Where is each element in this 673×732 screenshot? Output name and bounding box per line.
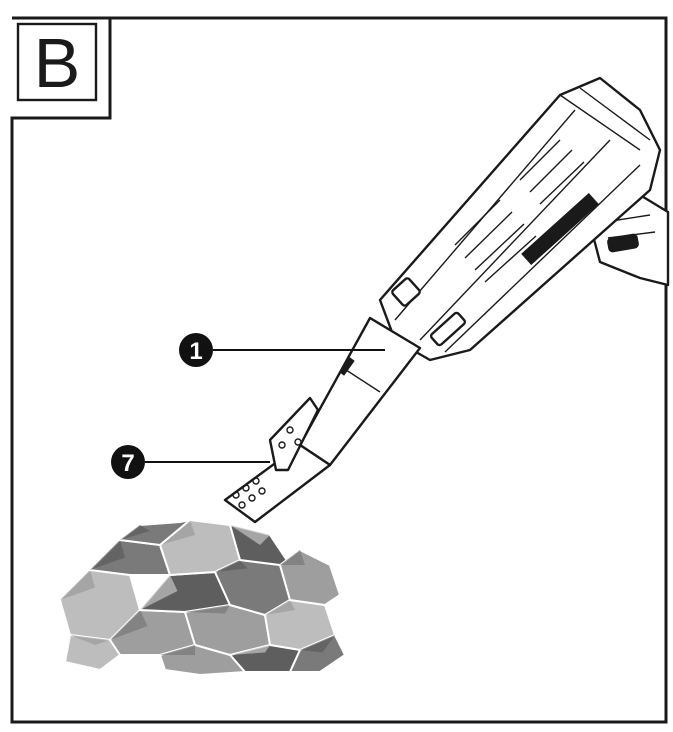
stone-facet [230, 645, 270, 655]
stone-facet [160, 645, 195, 655]
panel-label: B [34, 24, 81, 102]
callout-1-number: 1 [189, 338, 202, 365]
callout-1: 1 [179, 333, 385, 367]
stone-facet [265, 600, 295, 615]
panel-label-box [16, 22, 98, 102]
stone-facet [110, 610, 148, 640]
stone [137, 570, 232, 614]
stone-facet [60, 570, 95, 600]
reflector-nozzle [223, 396, 332, 524]
stone-facet [230, 525, 270, 545]
stone-facet [90, 540, 125, 570]
stone-facet [185, 605, 230, 614]
heat-gun-body [378, 76, 662, 362]
figure-frame: B [10, 16, 668, 724]
callout-7: 7 [111, 445, 270, 479]
heat-gun-nozzle [298, 316, 422, 467]
stone-pile [58, 518, 347, 677]
stone-facet [215, 560, 248, 572]
stone-facet [70, 635, 110, 645]
callout-7-number: 7 [121, 450, 134, 477]
heat-gun [223, 76, 670, 524]
stone-facet [140, 575, 178, 610]
stone-facet [120, 525, 150, 540]
stone-facet [300, 635, 335, 653]
callout-1-badge [179, 333, 213, 367]
stone-facet [280, 550, 305, 565]
stone [288, 633, 347, 673]
callout-7-badge [111, 445, 145, 479]
